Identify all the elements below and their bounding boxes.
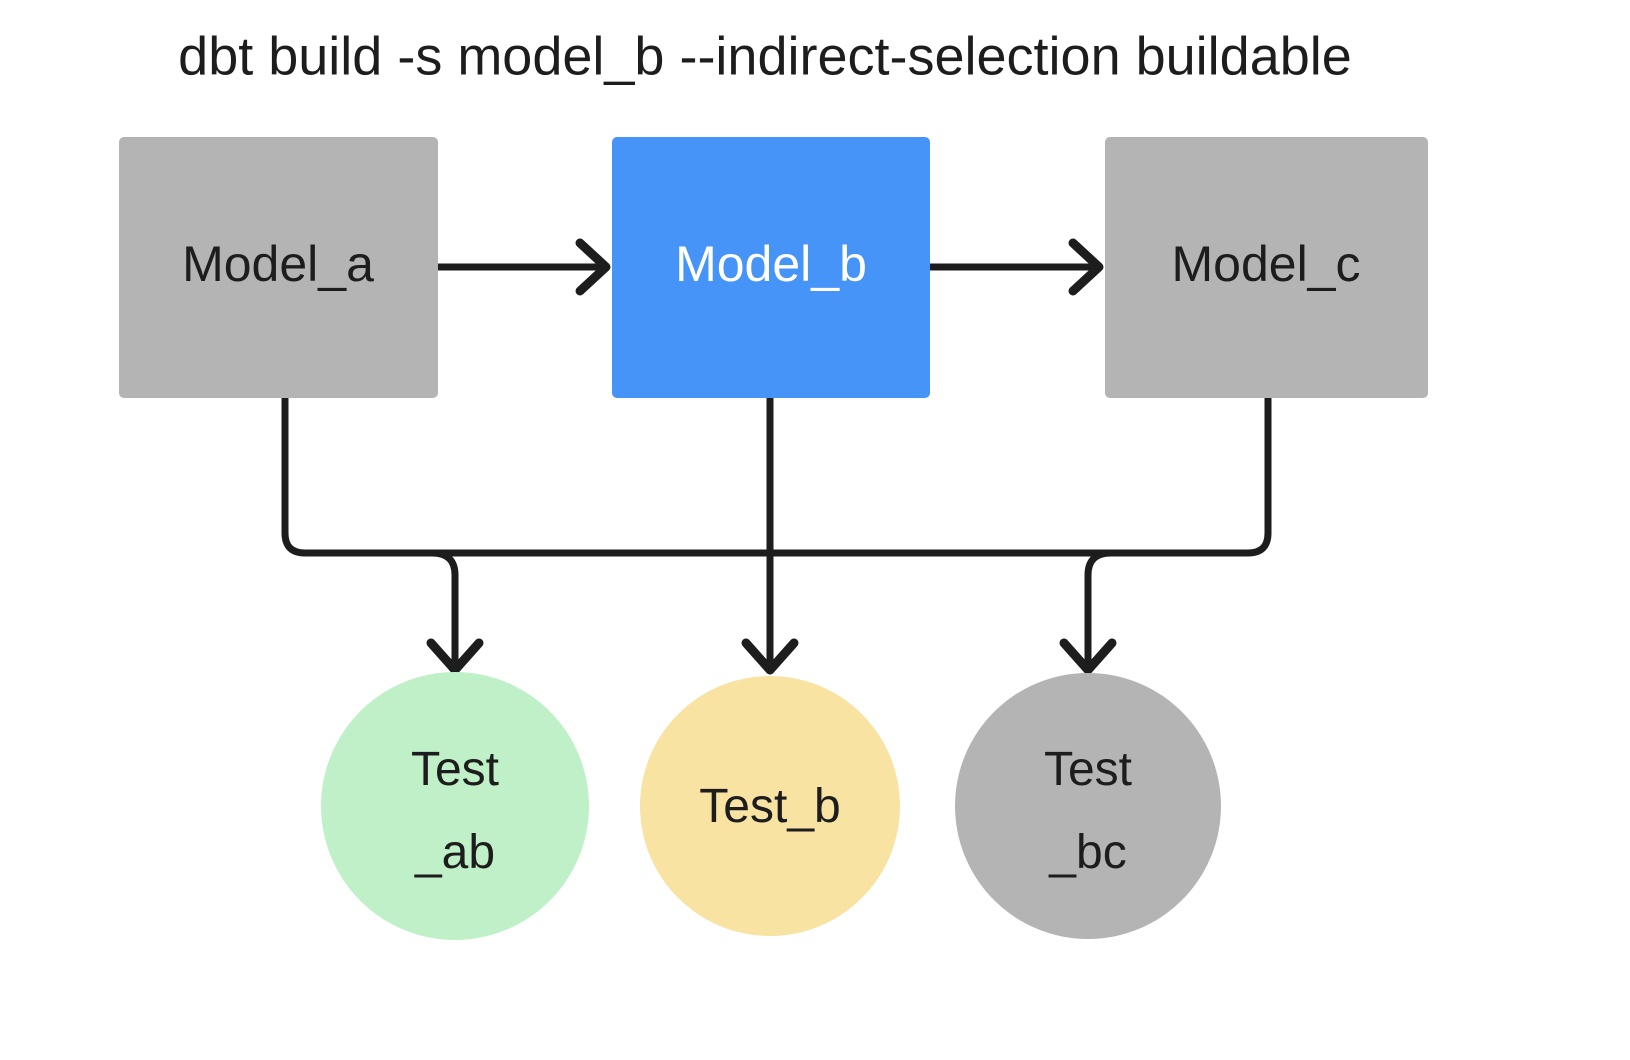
test-node-test_bc[interactable]: Test _bc	[955, 673, 1221, 939]
edge-bus-to-test_bc-line	[1084, 549, 1112, 665]
model_a-label: Model_a	[182, 236, 374, 292]
model-node-model_a[interactable]: Model_a	[119, 137, 438, 398]
model_b-label: Model_b	[675, 236, 867, 292]
test_bc-label-line2: _bc	[1048, 826, 1126, 879]
edge-bus-to-test_ab	[426, 549, 484, 675]
test-node-test_b[interactable]: Test_b	[640, 676, 900, 936]
diagram-title: dbt build -s model_b --indirect-selectio…	[178, 26, 1352, 86]
edge-model_b-to-model_c	[930, 238, 1104, 296]
test_ab-label-line2: _ab	[414, 826, 495, 879]
edge-model_c-to-bus-line	[1111, 398, 1272, 557]
model_c-shape[interactable]	[1105, 137, 1428, 398]
test_b-label-line1: Test_b	[699, 780, 840, 833]
test_bc-shape[interactable]	[955, 673, 1221, 939]
test_ab-label-line1: Test	[411, 743, 499, 796]
test_ab-shape[interactable]	[321, 672, 589, 940]
edge-model_a-to-model_b	[438, 238, 611, 296]
model-node-model_b[interactable]: Model_b	[612, 137, 930, 398]
edge-model_a-to-model_b-arrowhead	[575, 238, 611, 296]
edge-bus-to-test_ab-line	[431, 549, 459, 665]
edge-model_b-to-model_c-arrowhead	[1068, 238, 1104, 296]
edge-model_b-to-test_b	[741, 398, 799, 675]
edge-bus-to-test_bc	[1059, 549, 1117, 675]
model_c-label: Model_c	[1172, 236, 1361, 292]
model_b-shape[interactable]	[612, 137, 930, 398]
edge-bus-to-test_ab-arrowhead	[426, 638, 484, 675]
test-node-test_ab[interactable]: Test _ab	[321, 672, 589, 940]
edge-model_b-to-test_b-arrowhead	[741, 638, 799, 675]
edge-model_a-to-bus-line	[281, 398, 432, 557]
test_bc-label-line1: Test	[1044, 743, 1132, 796]
edge-bus-to-test_bc-arrowhead	[1059, 638, 1117, 675]
model-node-model_c[interactable]: Model_c	[1105, 137, 1428, 398]
edge-model_a-to-bus	[281, 398, 432, 557]
model_a-shape[interactable]	[119, 137, 438, 398]
test_b-shape[interactable]	[640, 676, 900, 936]
edge-model_c-to-bus	[1111, 398, 1272, 557]
